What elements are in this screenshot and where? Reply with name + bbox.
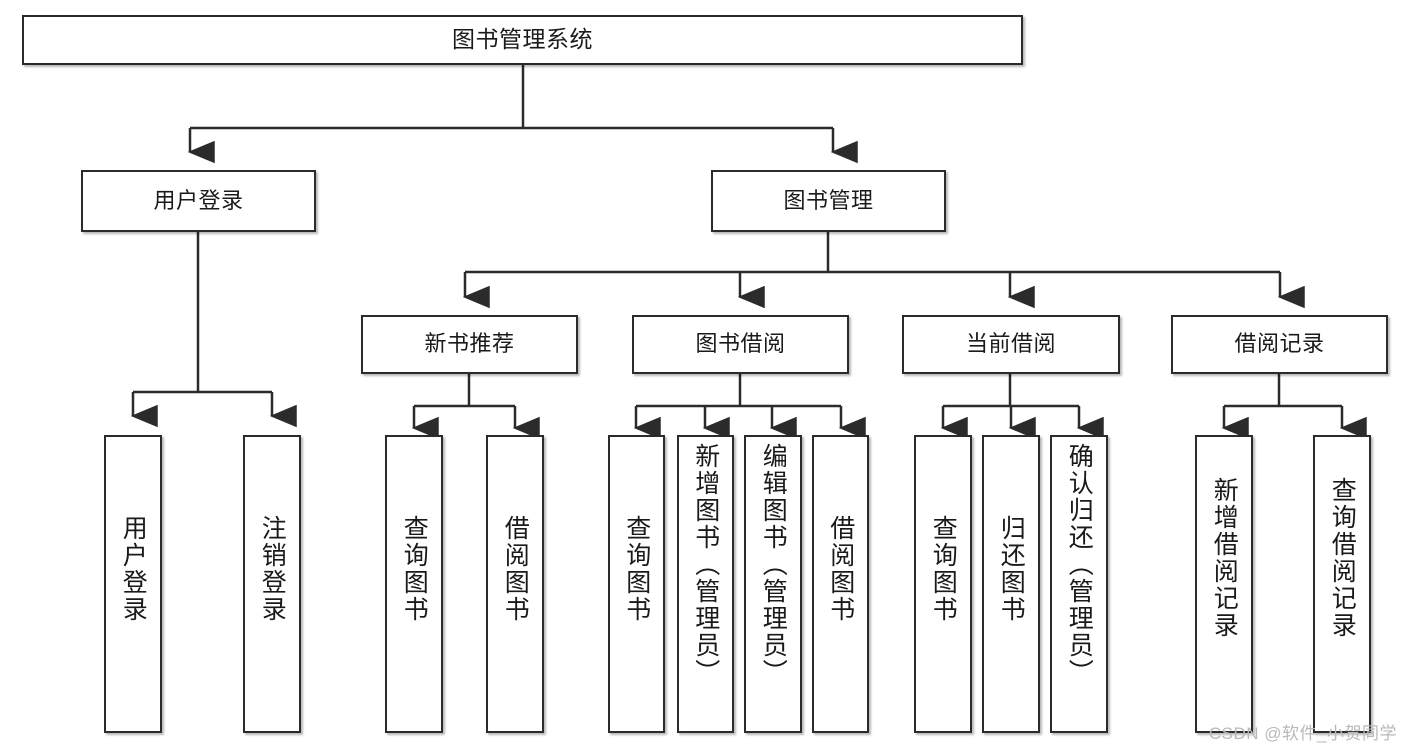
leaf-query-book-recommendation[interactable]: 查询图书 xyxy=(385,435,443,733)
node-label: 图书管理系统 xyxy=(452,26,593,53)
node-label: 借阅图书 xyxy=(501,515,530,623)
node-current-borrowing[interactable]: 当前借阅 xyxy=(902,315,1120,374)
node-label: 用户登录 xyxy=(153,187,244,213)
leaf-return-book[interactable]: 归还图书 xyxy=(982,435,1040,733)
node-label: 编辑图书（管理员） xyxy=(759,443,788,686)
node-label: 图书借阅 xyxy=(695,331,786,357)
leaf-query-book-borrowing[interactable]: 查询图书 xyxy=(608,435,665,733)
node-label: 借阅图书 xyxy=(826,515,855,623)
node-book-management[interactable]: 图书管理 xyxy=(711,170,946,232)
node-label: 借阅记录 xyxy=(1234,331,1325,357)
node-label: 新增借阅记录 xyxy=(1210,477,1239,639)
leaf-query-borrow-record[interactable]: 查询借阅记录 xyxy=(1313,435,1371,733)
node-label: 当前借阅 xyxy=(965,331,1056,357)
node-borrowing-record[interactable]: 借阅记录 xyxy=(1171,315,1388,374)
leaf-borrow-book-recommendation[interactable]: 借阅图书 xyxy=(486,435,544,733)
node-label: 注销登录 xyxy=(258,515,287,623)
node-user-login[interactable]: 用户登录 xyxy=(81,170,316,232)
node-label: 查询图书 xyxy=(929,515,958,623)
leaf-edit-book-admin[interactable]: 编辑图书（管理员） xyxy=(744,435,802,733)
leaf-confirm-return-admin[interactable]: 确认归还（管理员） xyxy=(1050,435,1108,733)
leaf-query-book-current[interactable]: 查询图书 xyxy=(914,435,972,733)
node-book-borrowing[interactable]: 图书借阅 xyxy=(632,315,849,374)
node-label: 确认归还（管理员） xyxy=(1065,443,1094,686)
leaf-logout-login[interactable]: 注销登录 xyxy=(243,435,301,733)
node-label: 查询图书 xyxy=(400,515,429,623)
node-label: 查询图书 xyxy=(622,515,651,623)
node-label: 用户登录 xyxy=(119,515,148,623)
node-label: 新增图书（管理员） xyxy=(691,443,720,686)
leaf-borrow-book-borrowing[interactable]: 借阅图书 xyxy=(812,435,869,733)
leaf-add-borrow-record[interactable]: 新增借阅记录 xyxy=(1195,435,1253,733)
leaf-user-login[interactable]: 用户登录 xyxy=(104,435,162,733)
node-book-management-system[interactable]: 图书管理系统 xyxy=(22,15,1023,65)
leaf-add-book-admin[interactable]: 新增图书（管理员） xyxy=(677,435,734,733)
node-label: 查询借阅记录 xyxy=(1328,477,1357,639)
node-label: 新书推荐 xyxy=(424,331,515,357)
node-label: 归还图书 xyxy=(997,515,1026,623)
node-new-book-recommendation[interactable]: 新书推荐 xyxy=(361,315,578,374)
node-label: 图书管理 xyxy=(783,187,874,213)
